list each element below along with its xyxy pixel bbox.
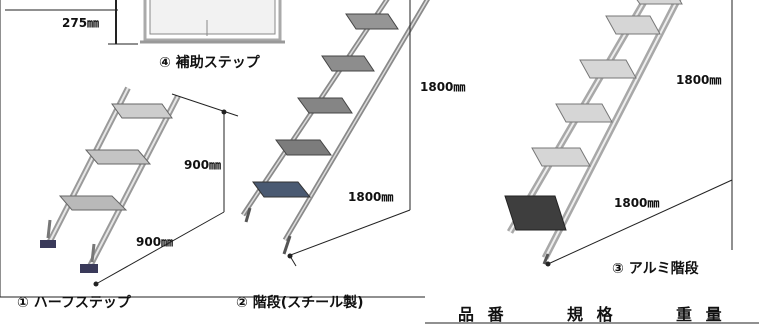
half-step-illustration (40, 86, 181, 273)
aluminum-stairs-dimension-lines (545, 179, 733, 267)
steel-stairs-height-label: 1800㎜ (420, 80, 466, 94)
aux-step-dimension-line (5, 0, 138, 45)
steel-stairs-label: ② 階段(スチール製) (236, 295, 364, 311)
half-step-label: ① ハーフステップ (17, 295, 131, 311)
table-header-item-no: 品 番 (458, 305, 508, 324)
aux-step-illustration (140, 0, 285, 44)
table-header-spec: 規 格 (567, 305, 617, 324)
aluminum-stairs-depth-label: 1800㎜ (614, 196, 660, 210)
steel-stairs-dimension-lines (287, 0, 411, 267)
half-step-height-label: 900㎜ (184, 158, 222, 172)
aluminum-stairs-label: ③ アルミ階段 (612, 261, 699, 277)
aux-step-label: ④ 補助ステップ (159, 55, 260, 71)
table-header-weight: 重 量 (676, 305, 726, 324)
steel-stairs-illustration (240, 0, 430, 255)
half-step-depth-label: 900㎜ (136, 235, 174, 249)
steel-stairs-depth-label: 1800㎜ (348, 190, 394, 204)
aluminum-stairs-height-label: 1800㎜ (676, 73, 722, 87)
aluminum-stairs-illustration (504, 0, 683, 265)
half-step-dimension-lines (93, 93, 239, 287)
aux-step-height-label: 275㎜ (62, 16, 100, 30)
